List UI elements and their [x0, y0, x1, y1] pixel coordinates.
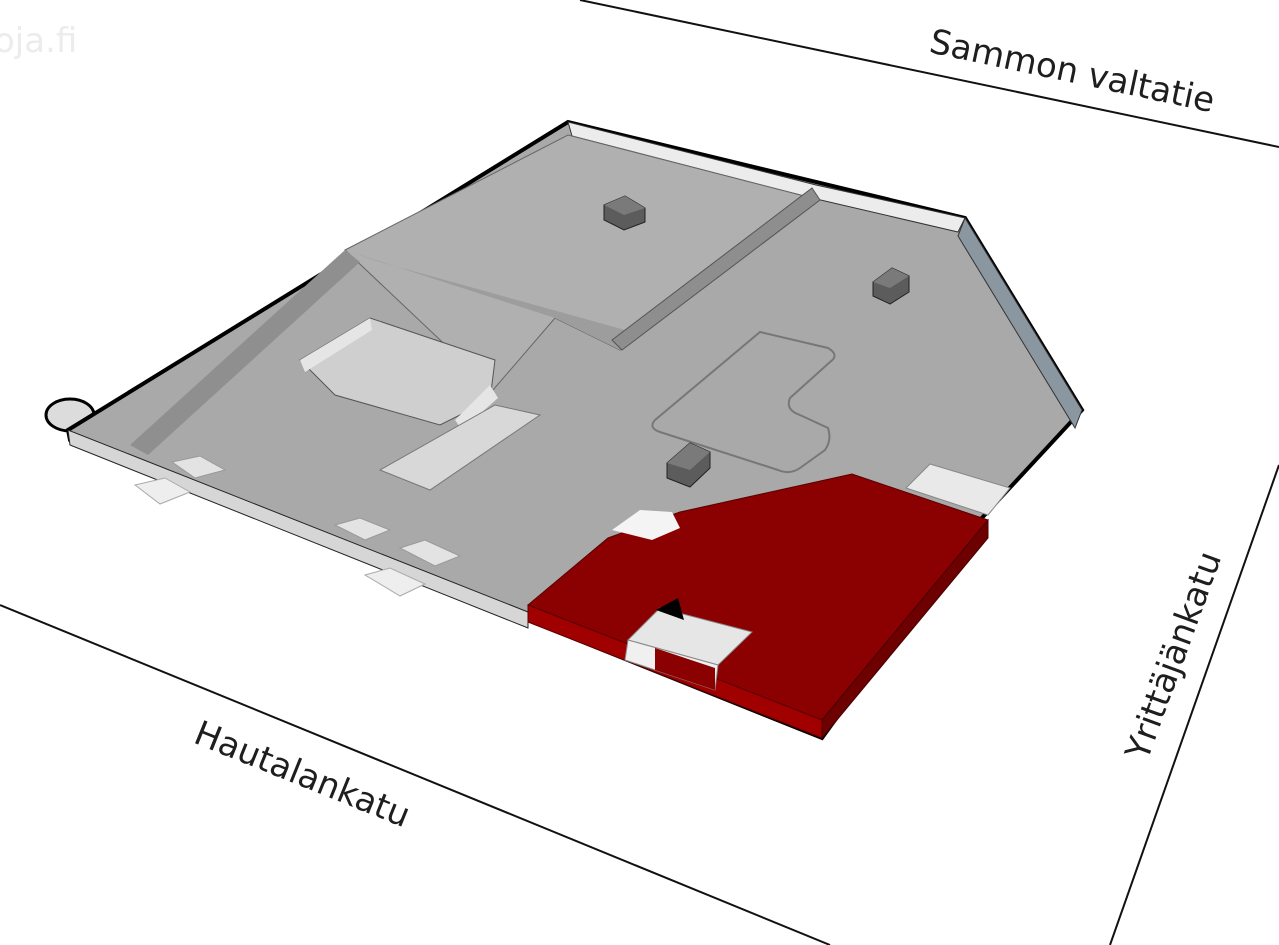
street-label-west: Hautalankatu — [189, 713, 416, 836]
boundary-line-west — [0, 604, 831, 945]
vent-unit-3 — [666, 442, 711, 488]
entrance-arrow-icon — [656, 598, 684, 620]
boundary-line-north — [579, 0, 1279, 148]
hall-area-outline — [651, 330, 836, 474]
watermark: oja.fi — [0, 21, 77, 61]
vent-unit-1 — [603, 195, 646, 231]
dividing-wall — [611, 187, 821, 351]
front-step-2 — [363, 567, 427, 597]
east-stairs — [905, 463, 1011, 516]
front-pad-2 — [333, 517, 392, 541]
sunken-hall-stairs-right — [455, 385, 498, 430]
boundary-line-east — [1109, 464, 1279, 945]
ramp — [378, 404, 542, 491]
highlighted-unit-notch — [612, 510, 680, 540]
entrance-door-recess — [655, 648, 715, 690]
building — [44, 119, 1085, 741]
front-pad-1 — [170, 455, 227, 479]
street-label-north: Sammon valtatie — [926, 22, 1218, 121]
front-step-1 — [133, 477, 192, 505]
highlighted-unit-side-wall — [821, 518, 989, 740]
east-wall — [957, 216, 1083, 430]
sunken-hall-stairs-left — [300, 318, 372, 372]
vent-unit-2 — [872, 267, 910, 305]
street-label-east: Yrittäjänkatu — [1118, 546, 1231, 766]
left-corridor-wall — [130, 250, 360, 455]
front-pad-3 — [398, 539, 462, 567]
